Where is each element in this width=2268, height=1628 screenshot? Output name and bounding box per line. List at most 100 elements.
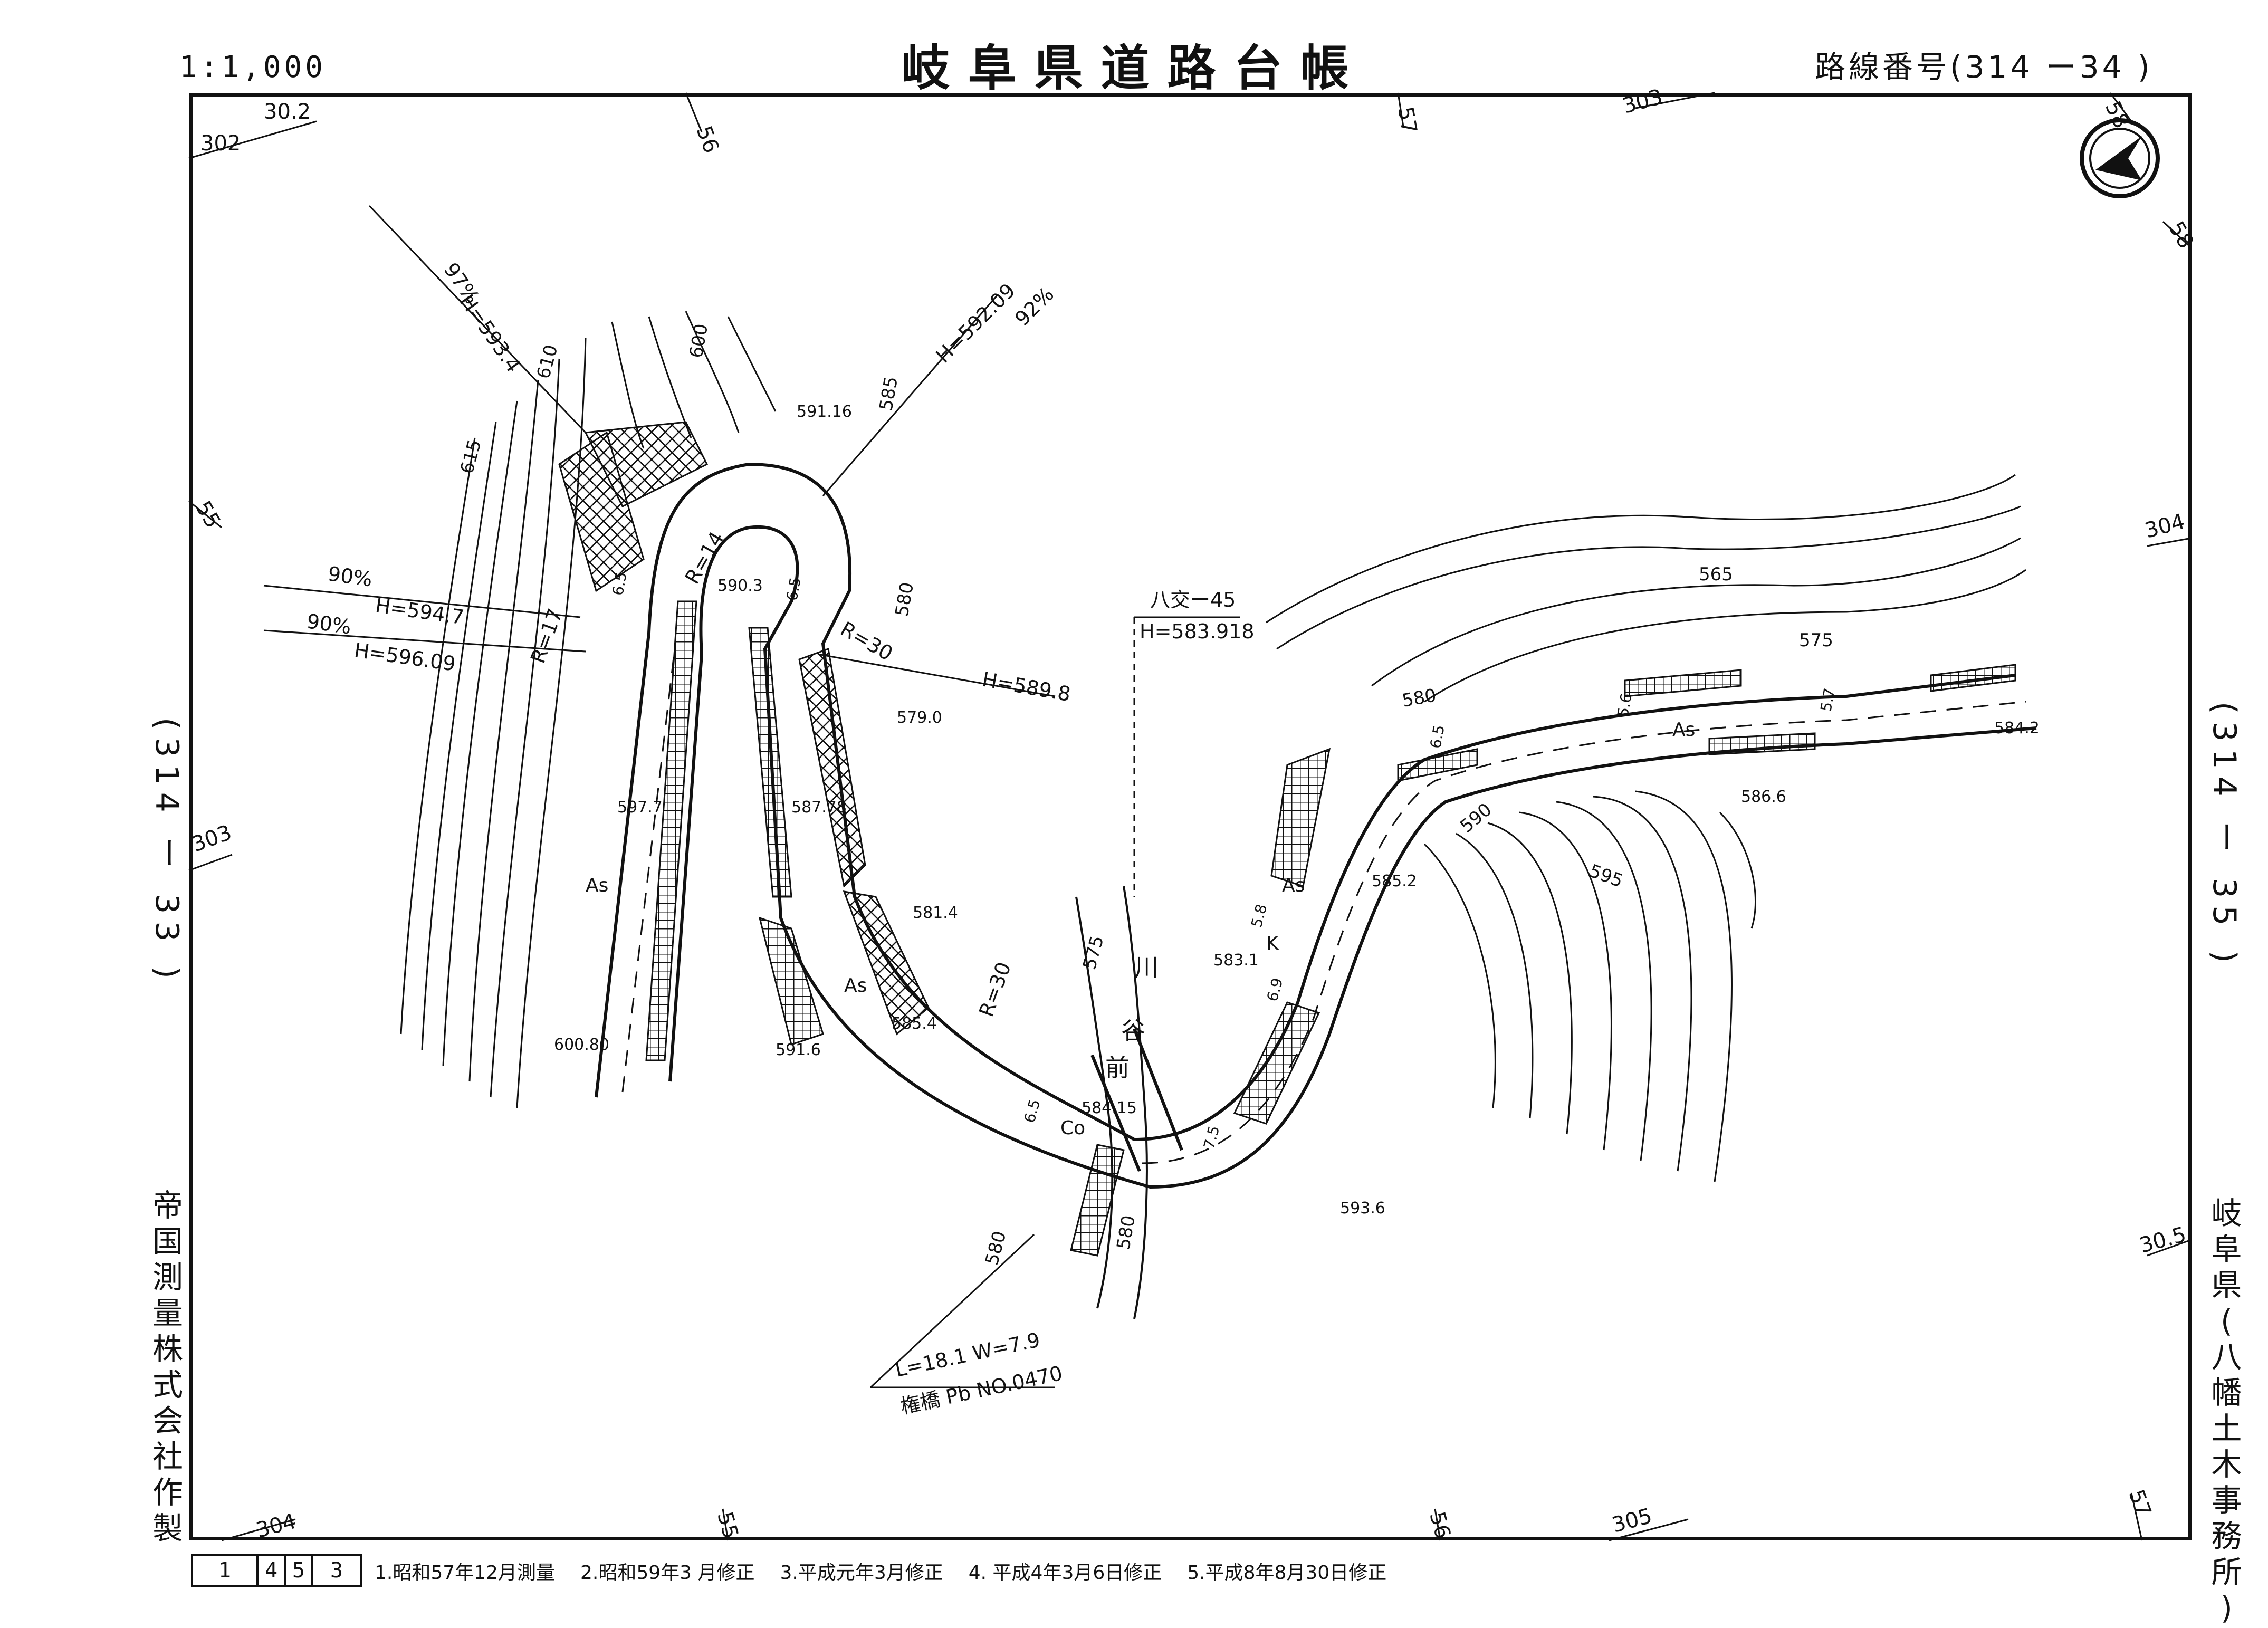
revision-entry: 4. 平成4年3月6日修正: [968, 1562, 1162, 1584]
grid-label: 58: [2100, 98, 2133, 132]
contour-lines-east: [1266, 474, 2026, 1182]
office-credit-char: ): [2221, 1590, 2235, 1626]
road-width: 6.5: [1021, 1097, 1044, 1125]
sheet-title: 岐阜県道路台帳: [901, 40, 1367, 97]
spot-height: 593.6: [1340, 1199, 1385, 1218]
route-number: 路線番号(314 ー34 ): [1815, 49, 2153, 85]
adjacent-sheet-east: (314 ー 35 ): [2206, 702, 2243, 970]
spot-height: 585.2: [1372, 872, 1417, 890]
office-credit-char: 幡: [2211, 1375, 2244, 1411]
spot-height: 585.4: [892, 1014, 937, 1033]
grid-label: 56: [692, 123, 724, 157]
sheet-number-box: 1 4 5 3: [191, 1554, 362, 1587]
sheet-number-cell: 3: [311, 1554, 362, 1587]
grid-label: 30.2: [264, 100, 311, 124]
office-credit-char: 土: [2211, 1411, 2244, 1447]
road-width: 7.5: [1200, 1124, 1223, 1151]
spot-heights: 591.16 590.3 579.0 587.78 597.7 581.4 58…: [554, 403, 2040, 1218]
radius-label: R=30: [837, 617, 897, 665]
river-name-char: 前: [1105, 1054, 1130, 1082]
contour-label: 595: [1586, 860, 1626, 892]
radius-label: R=30: [974, 959, 1016, 1020]
annotation-intersection: 八交ー45: [1150, 588, 1236, 611]
revision-entry: 1.昭和57年12月測量: [375, 1562, 555, 1584]
surveyor-credit-char: 作: [152, 1474, 185, 1510]
north-arrow-icon: [2080, 118, 2160, 198]
contour-label: 580: [891, 581, 918, 618]
river-name: 前 谷 川: [1105, 953, 1159, 1082]
surveyor-credit-char: 会: [152, 1403, 185, 1439]
office-credit-char: 八: [2211, 1339, 2244, 1375]
surveyor-credit: 帝 国 測 量 株 式 会 社 作 製: [150, 1190, 187, 1548]
guardrail-hatching: [558, 421, 2016, 1257]
office-credit-char: 阜: [2211, 1231, 2244, 1267]
spot-height: 581.4: [913, 904, 958, 922]
grid-label: 303: [189, 820, 235, 857]
sheet-number-cell: 1: [191, 1554, 259, 1587]
spot-height: 591.16: [797, 403, 852, 421]
office-credit: 岐 阜 県 ( 八 幡 土 木 事 務 所 ): [2205, 1198, 2250, 1628]
river-name-char: 川: [1134, 953, 1159, 982]
office-credit-char: 県: [2211, 1267, 2244, 1303]
surveyor-credit-char: 帝: [152, 1188, 185, 1223]
spot-height: 583.1: [1213, 951, 1259, 970]
spot-height: 586.6: [1741, 788, 1786, 806]
road-width: 6.5: [783, 576, 804, 602]
contour-lines-west: [400, 311, 777, 1108]
road-width: 5.6: [1614, 692, 1635, 719]
annotation-h59209: H=592.09: [931, 279, 1020, 368]
road-width: 6.9: [1264, 976, 1286, 1003]
map-scale: 1:1,000: [179, 50, 327, 84]
spot-height: 591.6: [776, 1041, 821, 1059]
road-width: 5.8: [1248, 902, 1270, 930]
surface-label: As: [586, 875, 608, 896]
annotation-h583918: H=583.918: [1140, 620, 1255, 643]
surveyor-credit-char: 製: [152, 1510, 185, 1546]
sheet-number-cell: 5: [284, 1554, 313, 1587]
contour-label: 580: [1401, 685, 1438, 712]
spot-height: 584.15: [1082, 1099, 1137, 1117]
office-credit-char: 所: [2211, 1554, 2244, 1590]
spot-height: 579.0: [897, 708, 942, 727]
road-width: 6.5: [1427, 724, 1448, 750]
spot-height: 600.80: [554, 1036, 609, 1054]
annotation-h5898: H=589.8: [980, 668, 1072, 706]
grid-label: 305: [1610, 1503, 1655, 1537]
annotation-h5947: H=594.7: [374, 593, 466, 629]
annotation-h59609: H=596.09: [353, 638, 457, 675]
grid-label: 55: [712, 1509, 743, 1541]
surface-label: As: [1672, 719, 1695, 741]
annotation-pct92: 92%: [1010, 283, 1058, 331]
spot-height: 587.78: [791, 798, 847, 817]
grid-label: 57: [1393, 105, 1421, 136]
surveyor-credit-char: 測: [152, 1259, 185, 1295]
surface-label: As: [844, 975, 867, 997]
spot-height: 597.7: [617, 798, 663, 817]
annotation-pct90a: 90%: [327, 562, 374, 591]
spot-height: 590.3: [717, 577, 763, 595]
grid-ticks: [188, 92, 2193, 1541]
contour-label: 575: [1799, 630, 1833, 651]
office-credit-char: (: [2221, 1303, 2235, 1339]
adjacent-sheet-west: (314 ー 33 ): [148, 717, 185, 986]
contour-label: 565: [1699, 564, 1733, 585]
road-width: 5.7: [1817, 687, 1838, 713]
map-frame: [189, 93, 2192, 1540]
grid-label: 58: [2164, 217, 2198, 253]
office-credit-char: 務: [2211, 1518, 2244, 1554]
revision-history: 1.昭和57年12月測量 2.昭和59年3 月修正 3.平成元年3月修正 4. …: [375, 1557, 1386, 1585]
grid-label: 304: [2142, 509, 2188, 543]
contour-label: 585: [875, 375, 902, 413]
sheet-number-cell: 4: [256, 1554, 286, 1587]
revision-entry: 2.昭和59年3 月修正: [580, 1562, 755, 1584]
surveyor-credit-char: 量: [152, 1295, 185, 1331]
office-credit-char: 岐: [2211, 1195, 2244, 1231]
contour-label: 590: [1456, 799, 1496, 837]
surface-label: As: [1282, 875, 1305, 896]
office-credit-char: 木: [2211, 1447, 2244, 1482]
office-credit-char: 事: [2211, 1482, 2244, 1518]
road-width: 6.5: [609, 571, 630, 597]
grid-label: 56: [1424, 1509, 1455, 1541]
contour-label: 615: [456, 437, 485, 476]
